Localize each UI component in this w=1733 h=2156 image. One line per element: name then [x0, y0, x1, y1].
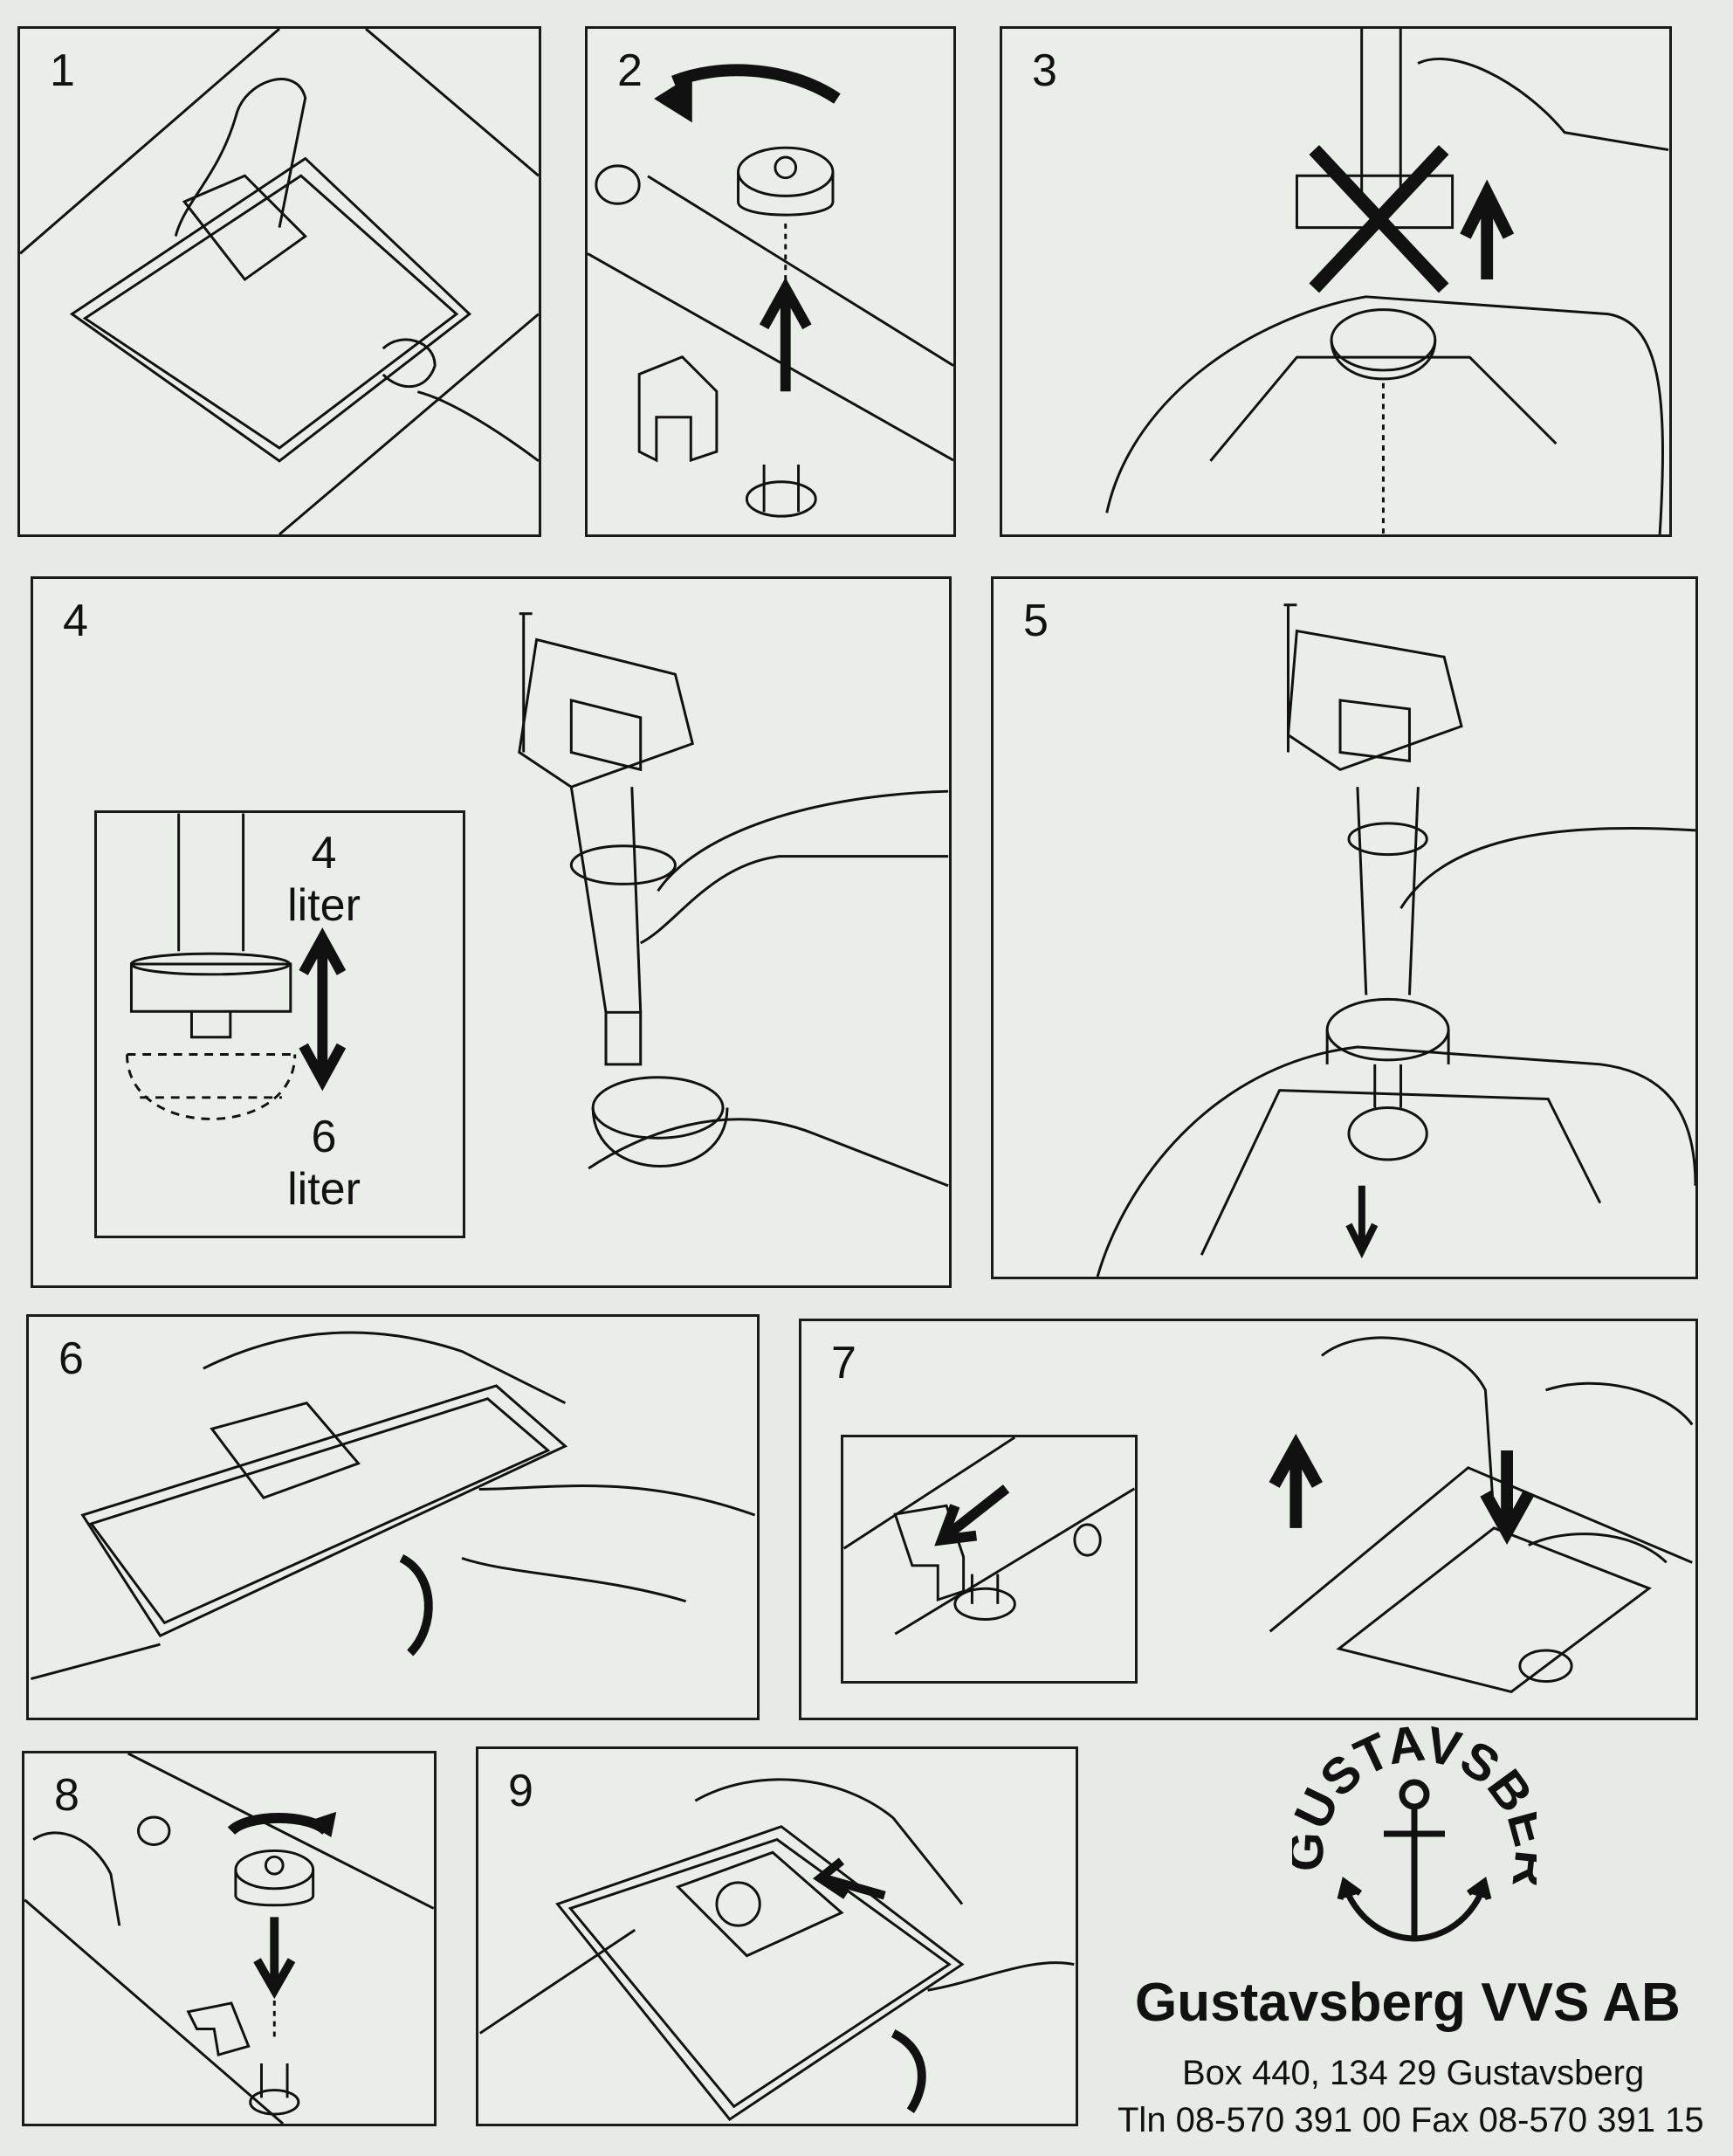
clip-detail — [843, 1437, 1135, 1636]
step-3-illustration — [1105, 29, 1669, 534]
up-arrow-icon — [759, 277, 812, 392]
step-4-panel: 4 4 liter 6 liter — [31, 576, 952, 1288]
rotate-arrow-icon — [654, 74, 692, 123]
step-1-illustration — [20, 29, 539, 534]
step-8-panel: 8 — [22, 1751, 437, 2126]
company-name: Gustavsberg VVS AB — [1135, 1973, 1681, 2033]
step-1-panel: 1 — [17, 26, 541, 537]
step-7-illustration — [1269, 1336, 1694, 1693]
step-5-illustration — [1096, 603, 1695, 1277]
step-number: 9 — [508, 1766, 533, 1816]
left-arrow-icon — [812, 1857, 886, 1900]
top-volume-value: 4 — [311, 828, 337, 878]
volume-adjust-inset: 4 liter 6 liter — [94, 810, 465, 1238]
double-arrow-icon — [299, 927, 347, 1092]
rotate-arrow-icon — [306, 1811, 337, 1838]
step-9-panel: 9 — [476, 1746, 1078, 2126]
cross-icon — [1309, 145, 1449, 293]
step-number: 2 — [617, 45, 643, 96]
float-diagram — [126, 813, 347, 1120]
down-left-arrow-icon — [934, 1484, 1010, 1546]
step-5-panel: 5 — [991, 576, 1698, 1279]
step-6-panel: 6 — [26, 1314, 760, 1720]
step-number: 5 — [1023, 596, 1049, 646]
step-7-panel: 7 — [799, 1319, 1698, 1720]
step-number: 6 — [58, 1333, 84, 1384]
up-arrow-icon — [1269, 1433, 1323, 1528]
step-6-illustration — [31, 1331, 756, 1681]
step-4-illustration — [518, 612, 949, 1188]
top-volume-unit: liter — [287, 880, 361, 931]
step-number: 4 — [63, 596, 88, 646]
rotate-arrow-icon — [891, 2029, 926, 2113]
company-address: Box 440, 134 29 Gustavsberg — [1182, 2054, 1645, 2092]
step-8-illustration — [24, 1753, 434, 2124]
step-9-illustration — [478, 1778, 1075, 2122]
company-contact: Tln 08-570 391 00 Fax 08-570 391 15 — [1118, 2101, 1704, 2139]
bottom-volume-value: 6 — [311, 1112, 337, 1162]
anchor-icon — [1337, 1779, 1492, 1942]
step-2-illustration — [588, 64, 953, 518]
bottom-volume-unit: liter — [287, 1164, 361, 1215]
up-arrow-icon — [1460, 179, 1515, 280]
down-arrow-icon — [1345, 1185, 1379, 1259]
step-3-panel: 3 — [1000, 26, 1672, 537]
down-arrow-icon — [253, 1917, 296, 2000]
rotate-arrow-icon — [399, 1553, 433, 1657]
step-number: 7 — [831, 1338, 856, 1388]
step-number: 1 — [50, 45, 75, 96]
step-7-detail-inset — [841, 1435, 1138, 1684]
step-number: 3 — [1032, 45, 1057, 96]
step-2-panel: 2 — [585, 26, 956, 537]
gustavsberg-logo: GUSTAVSBERG — [1292, 1712, 1537, 1942]
step-number: 8 — [54, 1770, 79, 1821]
